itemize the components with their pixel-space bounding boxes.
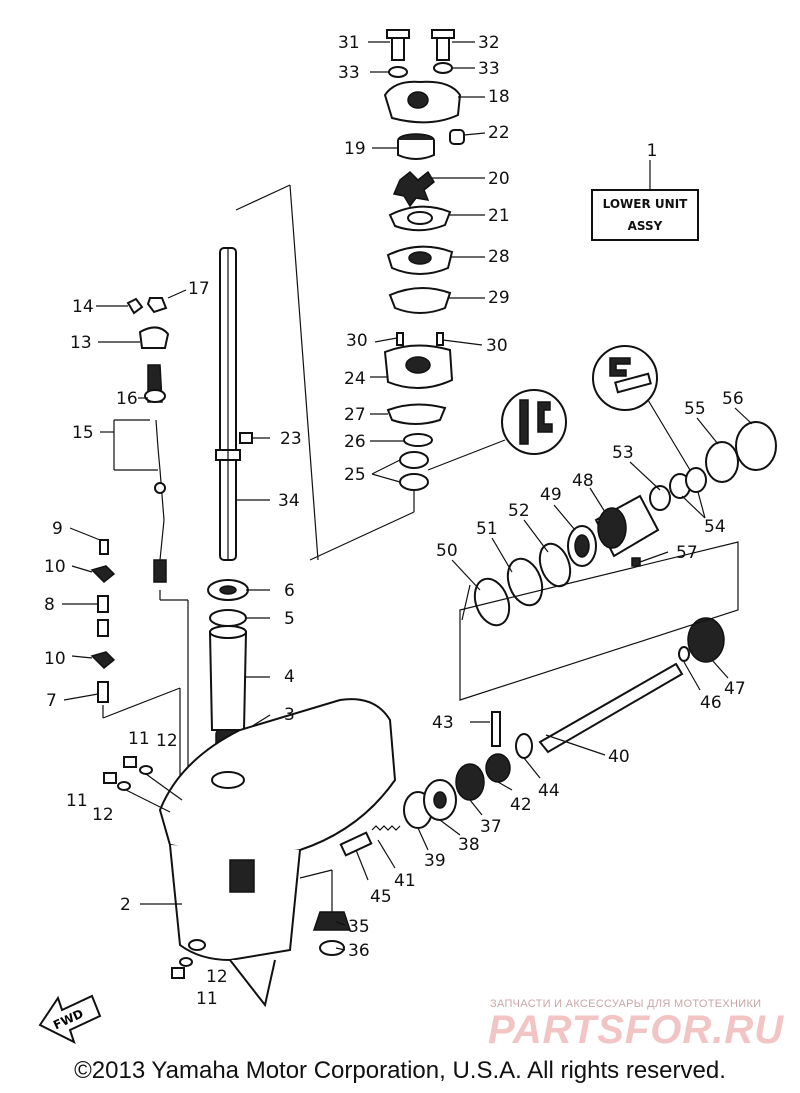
gear-group <box>299 617 729 956</box>
callout-38: 38 <box>458 835 480 855</box>
drive-shaft-group <box>207 184 319 753</box>
callout-4: 4 <box>284 667 295 687</box>
callout-33a: 33 <box>338 63 360 83</box>
callout-27: 27 <box>344 405 366 425</box>
callout-53: 53 <box>612 443 634 463</box>
callout-42: 42 <box>510 795 532 815</box>
callout-10a: 10 <box>44 557 66 577</box>
callout-11c: 11 <box>196 989 218 1009</box>
callout-48: 48 <box>572 471 594 491</box>
callout-30b: 30 <box>486 336 508 356</box>
callout-51: 51 <box>476 519 498 539</box>
callout-16: 16 <box>116 389 138 409</box>
callout-19: 19 <box>344 139 366 159</box>
callout-11b: 11 <box>66 791 88 811</box>
callout-23: 23 <box>280 429 302 449</box>
water-pump-leaders <box>309 41 506 561</box>
callout-2: 2 <box>120 895 131 915</box>
callout-26: 26 <box>344 432 366 452</box>
callout-20: 20 <box>488 169 510 189</box>
callout-15: 15 <box>72 423 94 443</box>
callout-54: 54 <box>704 517 726 537</box>
callout-5: 5 <box>284 609 295 629</box>
callout-34: 34 <box>278 491 300 511</box>
lower-unit-assy-box: LOWER UNIT ASSY 1 <box>591 141 699 241</box>
callout-24: 24 <box>344 369 366 389</box>
callout-45: 45 <box>370 887 392 907</box>
shift-rod-connector-group <box>62 527 181 790</box>
callout-29: 29 <box>488 288 510 308</box>
callout-25: 25 <box>344 465 366 485</box>
copyright-footer: ©2013 Yamaha Motor Corporation, U.S.A. A… <box>74 1057 726 1084</box>
callout-7: 7 <box>46 691 57 711</box>
callout-12a: 12 <box>156 731 178 751</box>
callout-40: 40 <box>608 747 630 767</box>
callout-52: 52 <box>508 501 530 521</box>
callout-9: 9 <box>52 519 63 539</box>
callout-30a: 30 <box>346 331 368 351</box>
callout-12b: 12 <box>92 805 114 825</box>
callout-21: 21 <box>488 206 510 226</box>
box-line1: LOWER UNIT <box>603 197 689 211</box>
callout-47: 47 <box>724 679 746 699</box>
fwd-direction-tag: FWD <box>38 994 102 1044</box>
callout-41: 41 <box>394 871 416 891</box>
callout-17: 17 <box>188 279 210 299</box>
callout-50: 50 <box>436 541 458 561</box>
callout-31: 31 <box>338 33 360 53</box>
callout-49: 49 <box>540 485 562 505</box>
watermark-tagline: ЗАПЧАСТИ И АКСЕССУАРЫ ДЛЯ МОТОТЕХНИКИ <box>490 998 762 1010</box>
callout-labels: 2 3 4 5 6 7 8 9 10 10 11 11 11 12 12 12 … <box>44 33 746 1009</box>
callout-36: 36 <box>348 941 370 961</box>
callout-1: 1 <box>647 141 658 161</box>
callout-6: 6 <box>284 581 295 601</box>
seal-detail-inset <box>501 389 567 455</box>
callout-3: 3 <box>284 705 295 725</box>
callout-13: 13 <box>70 333 92 353</box>
callout-12c: 12 <box>206 967 228 987</box>
watermark-logo: PARTSFOR.RU <box>488 1008 785 1052</box>
shaft-housing-group <box>451 345 777 701</box>
callout-8: 8 <box>44 595 55 615</box>
callout-56: 56 <box>722 389 744 409</box>
callout-18: 18 <box>488 87 510 107</box>
callout-55: 55 <box>684 399 706 419</box>
callout-33b: 33 <box>478 59 500 79</box>
shift-linkage-group <box>96 289 189 780</box>
water-pump-group <box>383 29 465 491</box>
callout-10b: 10 <box>44 649 66 669</box>
callout-28: 28 <box>488 247 510 267</box>
callout-35: 35 <box>348 917 370 937</box>
callout-32: 32 <box>478 33 500 53</box>
lower-casing <box>103 698 397 1008</box>
callout-44: 44 <box>538 781 560 801</box>
callout-11a: 11 <box>128 729 150 749</box>
callout-37: 37 <box>480 817 502 837</box>
callout-46: 46 <box>700 693 722 713</box>
callout-22: 22 <box>488 123 510 143</box>
callout-43: 43 <box>432 713 454 733</box>
callout-14: 14 <box>72 297 94 317</box>
box-line2: ASSY <box>628 219 663 233</box>
callout-57: 57 <box>676 543 698 563</box>
callout-39: 39 <box>424 851 446 871</box>
